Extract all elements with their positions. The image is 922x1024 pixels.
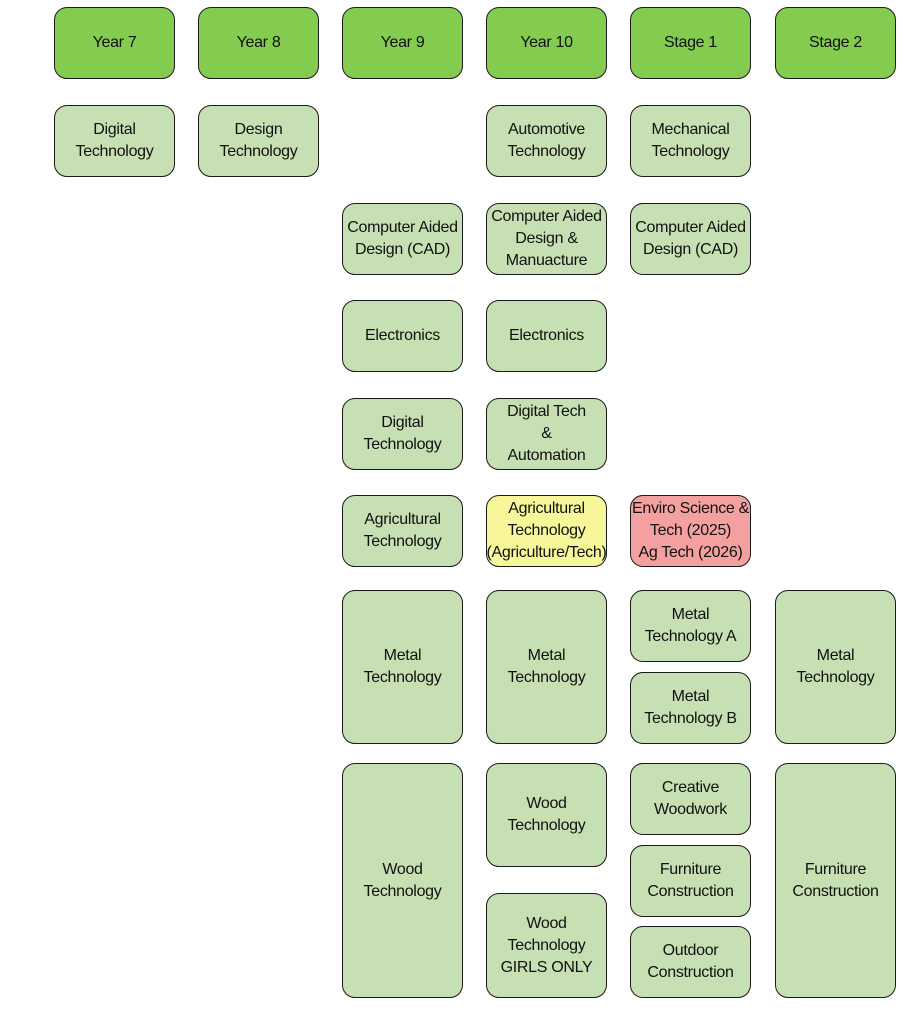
course-year8-design-technology: Design Technology: [198, 105, 319, 177]
header-stage-2: Stage 2: [775, 7, 896, 79]
course-year9-metal-technology: Metal Technology: [342, 590, 463, 744]
course-year10-wood-technology: Wood Technology: [486, 763, 607, 867]
course-year10-wood-technology-girls-only: Wood Technology GIRLS ONLY: [486, 893, 607, 998]
course-year10-electronics: Electronics: [486, 300, 607, 372]
course-stage1-cad: Computer Aided Design (CAD): [630, 203, 751, 275]
course-year10-digital-tech-automation: Digital Tech & Automation: [486, 398, 607, 470]
course-year10-metal-technology: Metal Technology: [486, 590, 607, 744]
course-stage1-mechanical-technology: Mechanical Technology: [630, 105, 751, 177]
header-year-10: Year 10: [486, 7, 607, 79]
course-stage2-furniture-construction: Furniture Construction: [775, 763, 896, 998]
course-year10-cad-manufacture: Computer Aided Design & Manuacture: [486, 203, 607, 275]
course-stage1-creative-woodwork: Creative Woodwork: [630, 763, 751, 835]
course-year9-agricultural-technology: Agricultural Technology: [342, 495, 463, 567]
header-year-8: Year 8: [198, 7, 319, 79]
header-year-7: Year 7: [54, 7, 175, 79]
course-stage1-furniture-construction: Furniture Construction: [630, 845, 751, 917]
course-year9-digital-technology: Digital Technology: [342, 398, 463, 470]
header-year-9: Year 9: [342, 7, 463, 79]
course-stage1-metal-technology-b: Metal Technology B: [630, 672, 751, 744]
course-year9-cad: Computer Aided Design (CAD): [342, 203, 463, 275]
header-stage-1: Stage 1: [630, 7, 751, 79]
course-year9-wood-technology: Wood Technology: [342, 763, 463, 998]
course-year10-agricultural-technology: Agricultural Technology (Agriculture/Tec…: [486, 495, 607, 567]
course-stage1-enviro-science-tech: Enviro Science & Tech (2025) Ag Tech (20…: [630, 495, 751, 567]
course-stage1-outdoor-construction: Outdoor Construction: [630, 926, 751, 998]
course-year10-automotive-technology: Automotive Technology: [486, 105, 607, 177]
course-stage2-metal-technology: Metal Technology: [775, 590, 896, 744]
course-stage1-metal-technology-a: Metal Technology A: [630, 590, 751, 662]
course-year9-electronics: Electronics: [342, 300, 463, 372]
course-year7-digital-technology: Digital Technology: [54, 105, 175, 177]
